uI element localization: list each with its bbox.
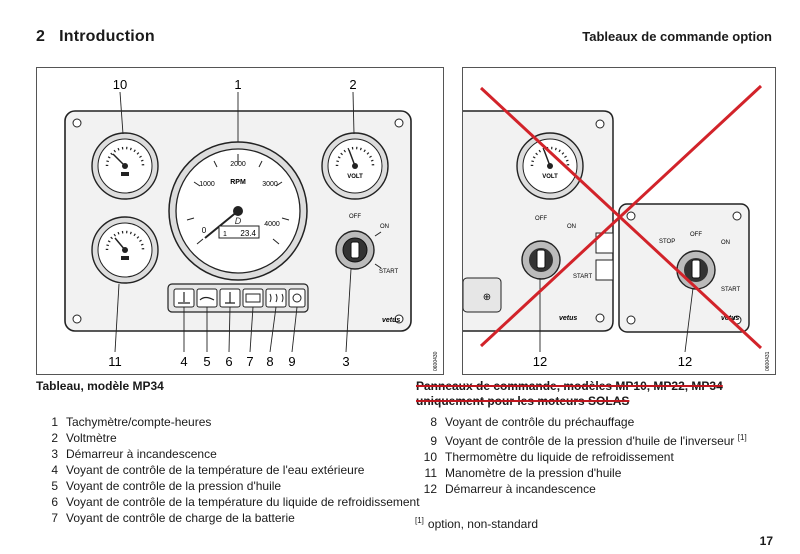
key-a-start: START [573,274,592,280]
ignition-key-switch: OFF ON START [335,214,398,275]
callout-2: 2 [349,77,356,92]
warning-lamp-strip [167,283,309,313]
figure-caption-left: Tableau, modèle MP34 [36,379,164,393]
vetus-logo: vetus [382,317,400,324]
key-a-off: OFF [535,216,547,222]
coolant-thermometer-gauge [91,132,159,200]
callout-12-a: 12 [533,354,547,369]
section-title: Tableaux de commande option [582,29,772,44]
screw-icon [732,211,742,221]
callout-3: 3 [342,354,349,369]
gearbox-oil-lamp-icon [288,288,306,308]
footnote-text: option, non-standard [427,517,538,531]
callout-5: 5 [203,354,210,369]
screw-icon [626,315,636,325]
key-label-off: OFF [349,214,361,220]
tacho-tick-0: 0 [202,226,207,235]
screw-icon [72,314,82,324]
screw-icon [72,118,82,128]
screw-icon [595,313,605,323]
tacho-tick-1000: 1000 [199,181,215,188]
callout-11: 11 [108,354,122,369]
tacho-tick-3000: 3000 [262,181,278,188]
footnote-ref: [1] [737,433,747,442]
figure-code: 0600430 [433,351,439,371]
volt-label: VOLT [542,174,558,180]
footnote-marker: [1] [415,516,424,525]
callout-12-b: 12 [678,354,692,369]
tachometer-gauge: 0 1000 2000 3000 4000 RPM D 1 23.4 [168,141,308,281]
chapter-title: Introduction [59,28,155,45]
voltmeter-gauge: VOLT [516,132,584,200]
figure-panel-solas: ⊕ VOLT OFF ON START vetus [462,67,776,375]
screw-icon [394,314,404,324]
figure-code: 0600431 [765,351,771,371]
tacho-needle [204,210,239,239]
hour-counter-value: 23.4 [240,229,256,238]
chapter-number: 2 [36,28,46,45]
tacho-unit: RPM [230,179,246,186]
tacho-tick-4000: 4000 [264,221,280,228]
key-b-stop: STOP [659,239,675,245]
vetus-logo: vetus [559,315,577,322]
hour-counter-display [218,225,260,239]
voltmeter-gauge: VOLT [321,132,389,200]
screw-icon [595,119,605,129]
struck-caption-text: Panneaux de commande, modèles MP10, MP22… [416,379,723,408]
callout-6: 6 [225,354,232,369]
panel-mp34-illustration: 0 1000 2000 3000 4000 RPM D 1 23.4 [64,77,439,371]
ignition-key-switch-a: OFF ON START [521,216,592,280]
figure-caption-right: Panneaux de commande, modèles MP10, MP22… [416,379,746,409]
callout-8: 8 [266,354,273,369]
key-b-off: OFF [690,232,702,238]
figure-panel-mp34: 0 1000 2000 3000 4000 RPM D 1 23.4 [36,67,444,375]
screw-icon [394,118,404,128]
panel-solas-illustration: ⊕ VOLT OFF ON START vetus [463,84,771,371]
callout-7: 7 [246,354,253,369]
screw-icon [626,211,636,221]
lamp-strip-fragment [463,277,502,313]
key-label-start: START [379,269,398,275]
key-b-on: ON [721,240,730,246]
key-label-on: ON [380,224,389,230]
page-number: 17 [759,534,773,548]
hour-counter-prefix: 1 [223,231,227,238]
callout-10: 10 [113,77,127,92]
callout-9: 9 [288,354,295,369]
red-cross-mark [479,84,763,350]
callout-4: 4 [180,354,187,369]
chapter-heading: 2 Introduction [36,28,155,46]
volt-label: VOLT [347,174,363,180]
key-b-start: START [721,287,740,293]
key-a-on: ON [567,224,576,230]
oil-pressure-gauge [91,216,159,284]
tacho-tick-2000: 2000 [230,161,246,168]
svg-text:D: D [235,216,242,226]
callout-1: 1 [234,77,241,92]
footnote: [1]option, non-standard [415,516,538,531]
svg-text:⊕: ⊕ [483,292,491,303]
